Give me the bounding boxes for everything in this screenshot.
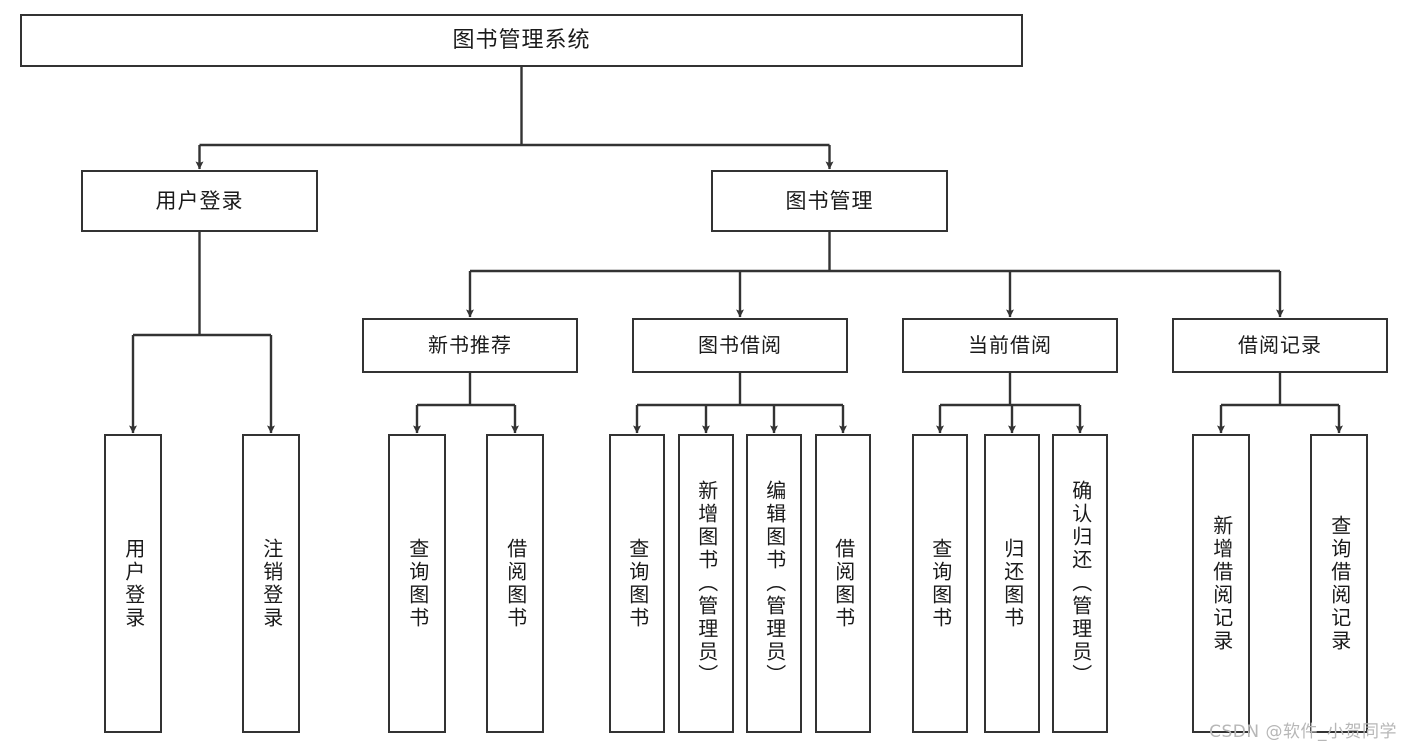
node-label: 查询图书 <box>928 537 953 630</box>
node-label: 图书借阅 <box>698 332 782 357</box>
node-label: 借阅记录 <box>1238 332 1322 357</box>
node-book-manage[interactable]: 图书管理 <box>711 170 948 232</box>
node-leaf-add-book[interactable]: 新增图书（管理员） <box>678 434 734 733</box>
node-leaf-borrow-book-2[interactable]: 借阅图书 <box>815 434 871 733</box>
node-leaf-borrow-book-1[interactable]: 借阅图书 <box>486 434 544 733</box>
node-label: 图书管理 <box>785 188 874 213</box>
node-book-borrow[interactable]: 图书借阅 <box>632 318 848 373</box>
node-root[interactable]: 图书管理系统 <box>20 14 1023 67</box>
node-leaf-confirm-return[interactable]: 确认归还（管理员） <box>1052 434 1108 733</box>
node-label: 查询借阅记录 <box>1327 514 1352 653</box>
node-label: 新增图书（管理员） <box>694 480 719 687</box>
node-borrow-record[interactable]: 借阅记录 <box>1172 318 1388 373</box>
edge-group <box>129 67 1343 434</box>
node-label: 当前借阅 <box>968 332 1052 357</box>
node-label: 查询图书 <box>405 537 430 630</box>
node-label: 查询图书 <box>625 537 650 630</box>
node-label: 图书管理系统 <box>452 27 591 53</box>
node-user-login[interactable]: 用户登录 <box>81 170 318 232</box>
node-leaf-query-book-1[interactable]: 查询图书 <box>388 434 446 733</box>
node-label: 注销登录 <box>259 537 284 630</box>
node-label: 确认归还（管理员） <box>1068 480 1093 687</box>
node-label: 新增借阅记录 <box>1209 514 1234 653</box>
node-label: 归还图书 <box>1000 537 1025 630</box>
node-leaf-return-book[interactable]: 归还图书 <box>984 434 1040 733</box>
node-new-book-rec[interactable]: 新书推荐 <box>362 318 578 373</box>
node-label: 新书推荐 <box>428 332 512 357</box>
node-label: 借阅图书 <box>831 537 856 630</box>
node-leaf-user-login[interactable]: 用户登录 <box>104 434 162 733</box>
node-leaf-edit-book[interactable]: 编辑图书（管理员） <box>746 434 802 733</box>
node-label: 用户登录 <box>121 537 146 630</box>
watermark-text: CSDN @软件_小贺同学 <box>1209 722 1397 742</box>
node-label: 借阅图书 <box>503 537 528 630</box>
node-leaf-query-book-3[interactable]: 查询图书 <box>912 434 968 733</box>
node-leaf-query-book-2[interactable]: 查询图书 <box>609 434 665 733</box>
node-current-borrow[interactable]: 当前借阅 <box>902 318 1118 373</box>
node-label: 用户登录 <box>155 188 244 213</box>
node-leaf-query-record[interactable]: 查询借阅记录 <box>1310 434 1368 733</box>
node-leaf-add-record[interactable]: 新增借阅记录 <box>1192 434 1250 733</box>
node-label: 编辑图书（管理员） <box>762 480 787 687</box>
node-leaf-user-logout[interactable]: 注销登录 <box>242 434 300 733</box>
